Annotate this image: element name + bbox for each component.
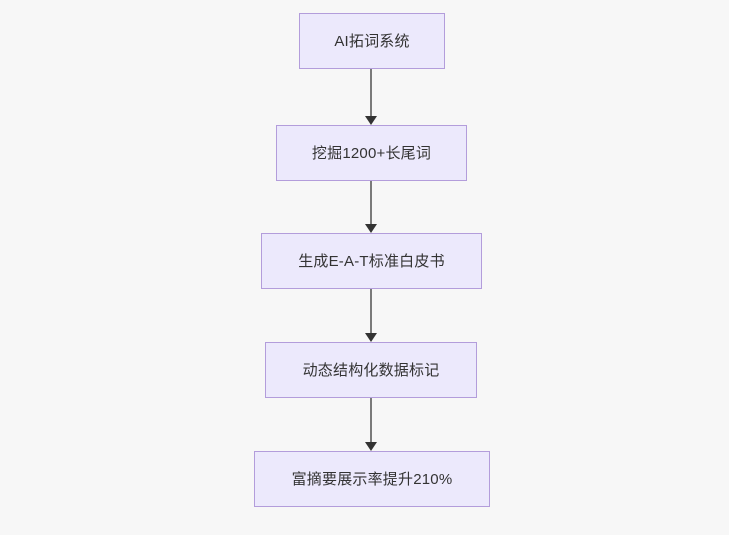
arrowhead-icon xyxy=(365,224,377,233)
flowchart-node-label: 挖掘1200+长尾词 xyxy=(311,144,432,162)
arrowhead-icon xyxy=(365,333,377,342)
flowchart-node-n2[interactable]: 挖掘1200+长尾词 xyxy=(276,125,467,181)
flowchart-node-n3[interactable]: 生成E-A-T标准白皮书 xyxy=(261,233,482,289)
flowchart-edge-n4-n5 xyxy=(365,398,377,451)
flowchart-node-label: 富摘要展示率提升210% xyxy=(291,470,453,488)
edge-line xyxy=(370,181,372,225)
edge-line xyxy=(370,398,372,443)
flowchart-node-n1[interactable]: AI拓词系统 xyxy=(299,13,445,69)
edge-line xyxy=(370,69,372,117)
flowchart-node-n5[interactable]: 富摘要展示率提升210% xyxy=(254,451,490,507)
arrowhead-icon xyxy=(365,442,377,451)
flowchart-node-label: 生成E-A-T标准白皮书 xyxy=(298,252,445,270)
flowchart-node-label: AI拓词系统 xyxy=(334,32,410,50)
flowchart-node-label: 动态结构化数据标记 xyxy=(302,361,440,379)
flowchart-edge-n3-n4 xyxy=(365,289,377,342)
edge-line xyxy=(370,289,372,334)
flowchart-edge-n2-n3 xyxy=(365,181,377,233)
arrowhead-icon xyxy=(365,116,377,125)
flowchart-node-n4[interactable]: 动态结构化数据标记 xyxy=(265,342,477,398)
flowchart-edge-n1-n2 xyxy=(365,69,377,125)
